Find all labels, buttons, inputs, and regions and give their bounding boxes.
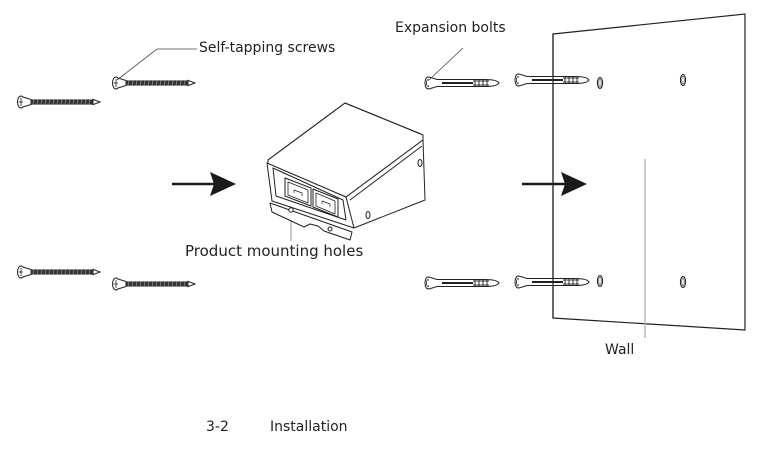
arrow-right-icon xyxy=(172,172,236,196)
wall-hole-icon xyxy=(679,74,687,86)
label-expansion-bolts: Expansion bolts xyxy=(395,20,506,36)
screws-leader-line xyxy=(116,48,197,81)
arrow-right-icon xyxy=(522,172,587,196)
expansion-bolt-icon xyxy=(424,76,500,90)
self-tapping-screw-icon xyxy=(112,277,196,291)
expansion-bolt-icon xyxy=(424,276,500,290)
self-tapping-screw-icon xyxy=(17,265,101,279)
figure-caption-title: Installation xyxy=(270,419,348,435)
bolts-leader-line xyxy=(428,47,464,81)
label-wall: Wall xyxy=(605,342,635,358)
label-product-mounting-holes: Product mounting holes xyxy=(185,242,364,260)
self-tapping-screw-icon xyxy=(112,76,196,90)
poe-injector-device-icon xyxy=(266,102,426,241)
self-tapping-screw-icon xyxy=(17,95,101,109)
wall-hole-icon xyxy=(679,276,687,288)
wall-hole-icon xyxy=(596,275,604,287)
wall-hole-icon xyxy=(596,77,604,89)
label-self-tapping-screws: Self-tapping screws xyxy=(199,40,336,56)
figure-number: 3-2 xyxy=(206,419,229,435)
